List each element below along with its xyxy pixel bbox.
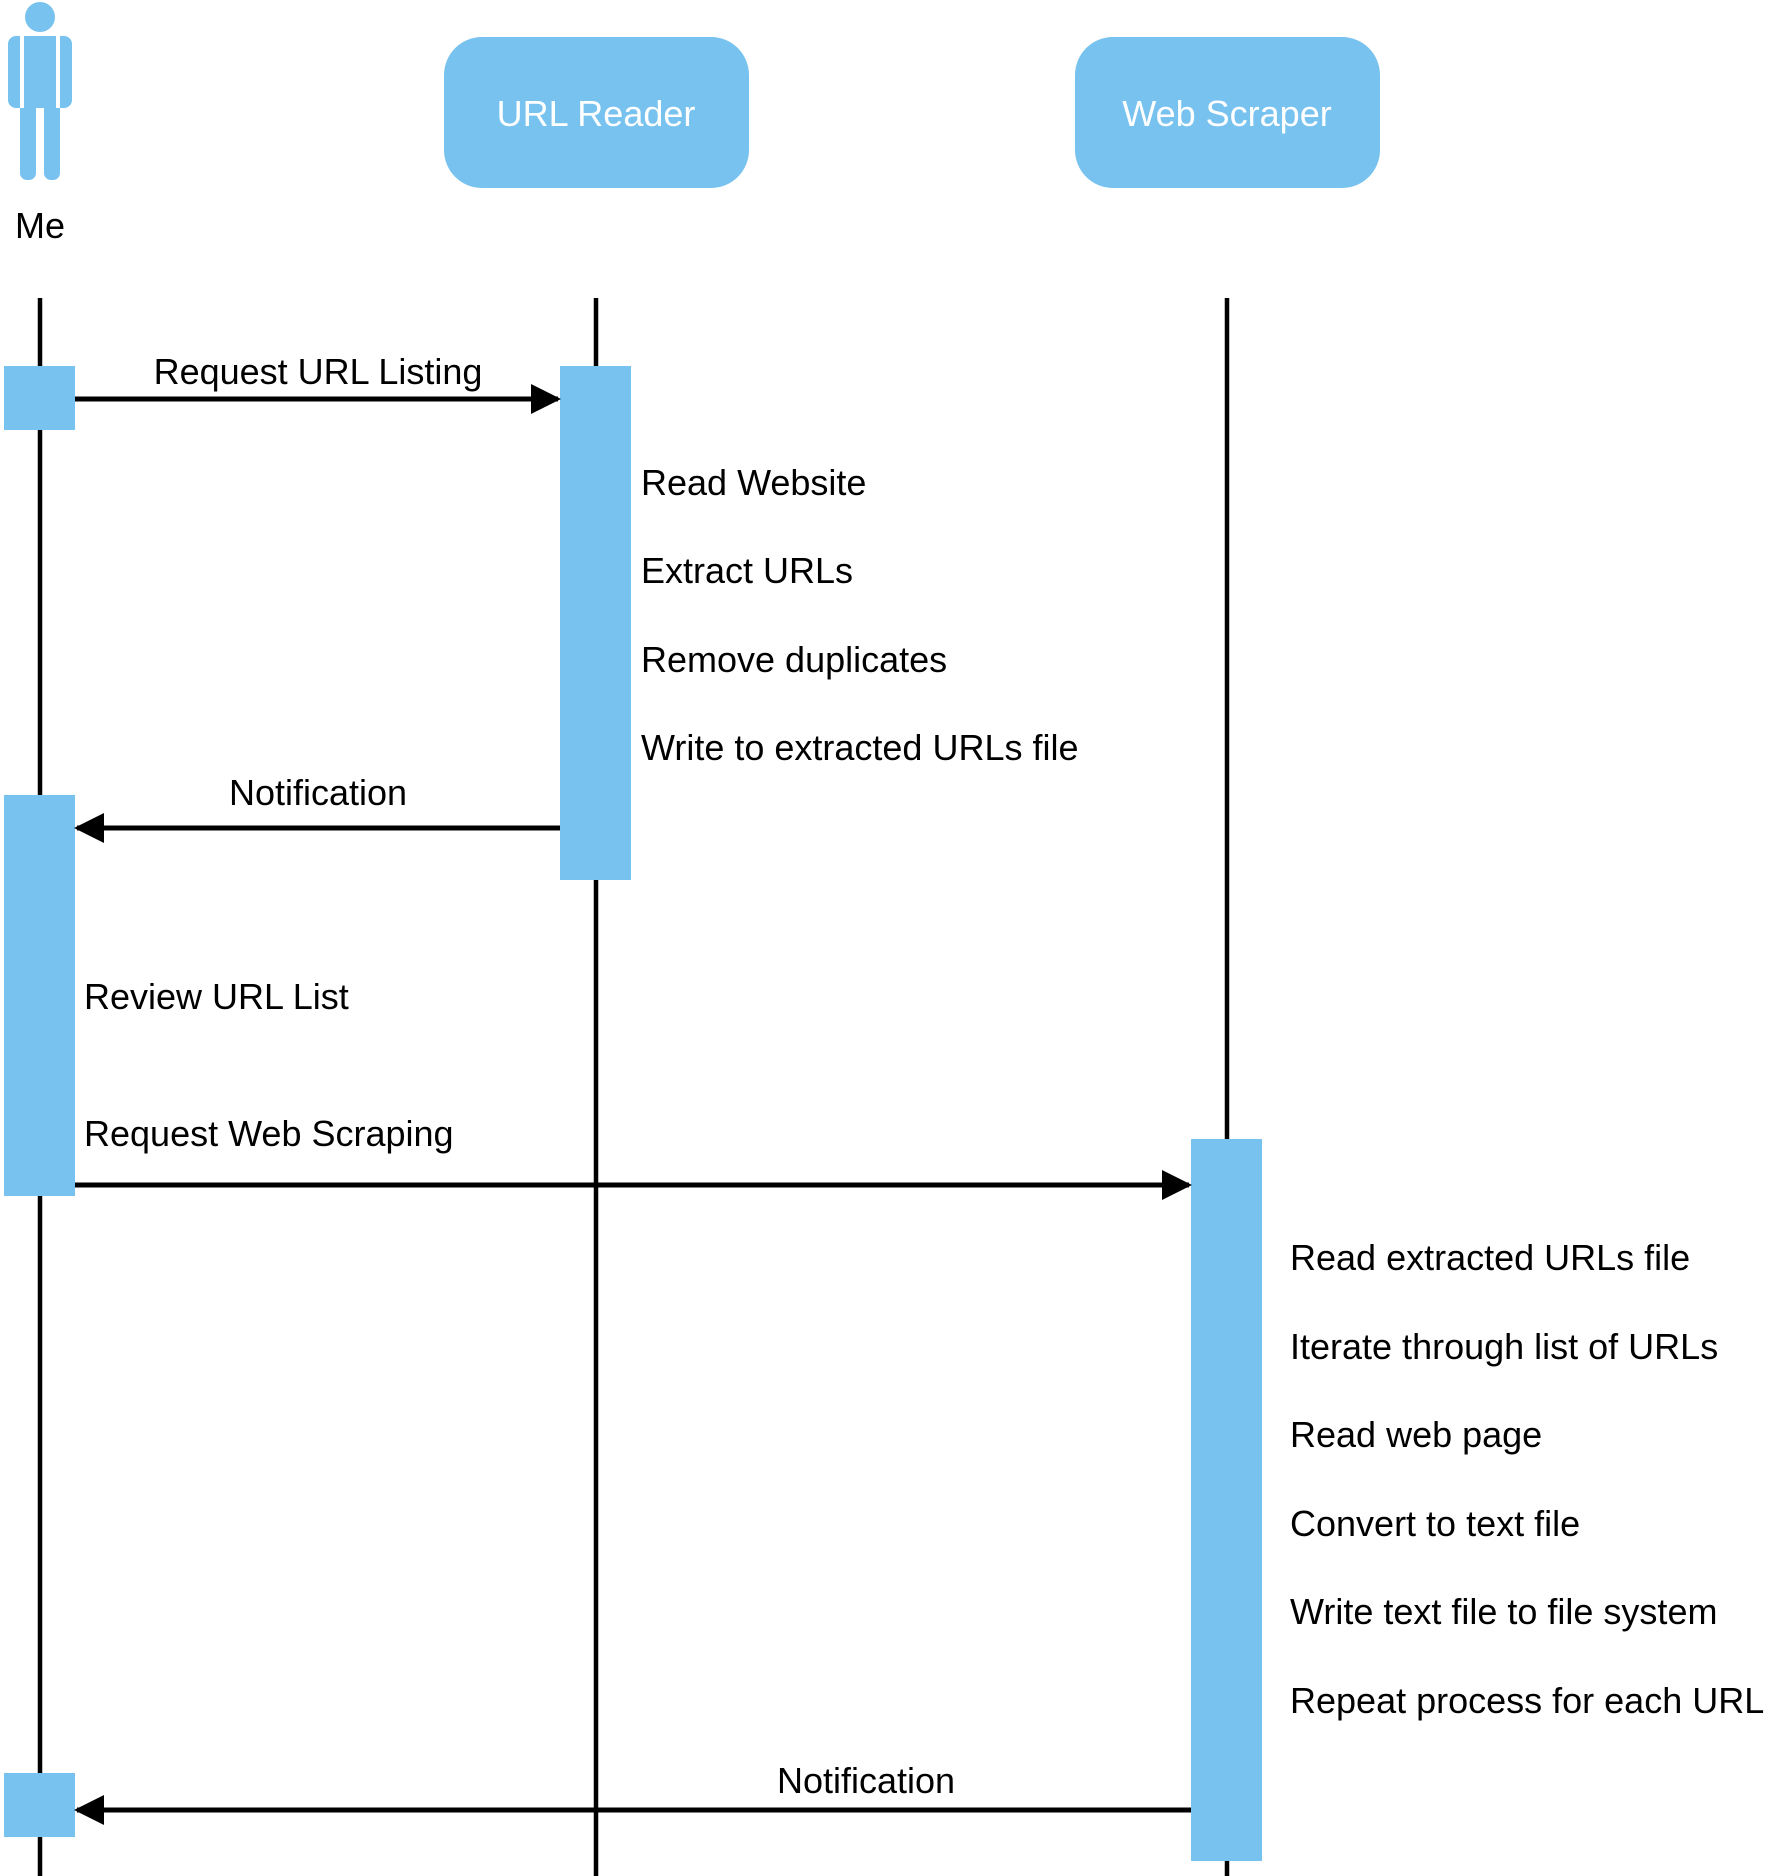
participant-label-web-scraper: Web Scraper: [1122, 93, 1331, 134]
person-icon: [8, 2, 72, 180]
step-label: Read extracted URLs file: [1290, 1237, 1690, 1278]
step-label: Write text file to file system: [1290, 1591, 1717, 1632]
participant-url-reader: URL Reader: [444, 37, 749, 188]
step-label: Write to extracted URLs file: [641, 727, 1078, 768]
step-label: Extract URLs: [641, 550, 853, 591]
activation-bar-me-2: [4, 795, 75, 1196]
message-label-notification-1: Notification: [229, 772, 407, 813]
step-label: Convert to text file: [1290, 1503, 1580, 1544]
step-label: Read web page: [1290, 1414, 1542, 1455]
step-label: Read Website: [641, 462, 866, 503]
activation-bar-url-reader: [560, 366, 631, 880]
activation-bar-me-1: [4, 366, 75, 430]
step-label: Repeat process for each URL: [1290, 1680, 1764, 1721]
activation-bar-me-3: [4, 1773, 75, 1837]
message-label-request-web-scraping: Request Web Scraping: [84, 1113, 454, 1154]
message-label-request-url-listing: Request URL Listing: [154, 351, 483, 392]
participant-label-url-reader: URL Reader: [497, 93, 696, 134]
message-label-notification-2: Notification: [777, 1760, 955, 1801]
participant-web-scraper: Web Scraper: [1075, 37, 1380, 188]
step-label: Review URL List: [84, 976, 349, 1017]
step-label: Iterate through list of URLs: [1290, 1326, 1718, 1367]
activation-bar-web-scraper: [1191, 1139, 1262, 1861]
step-label: Remove duplicates: [641, 639, 947, 680]
actor-label-me: Me: [15, 205, 65, 246]
